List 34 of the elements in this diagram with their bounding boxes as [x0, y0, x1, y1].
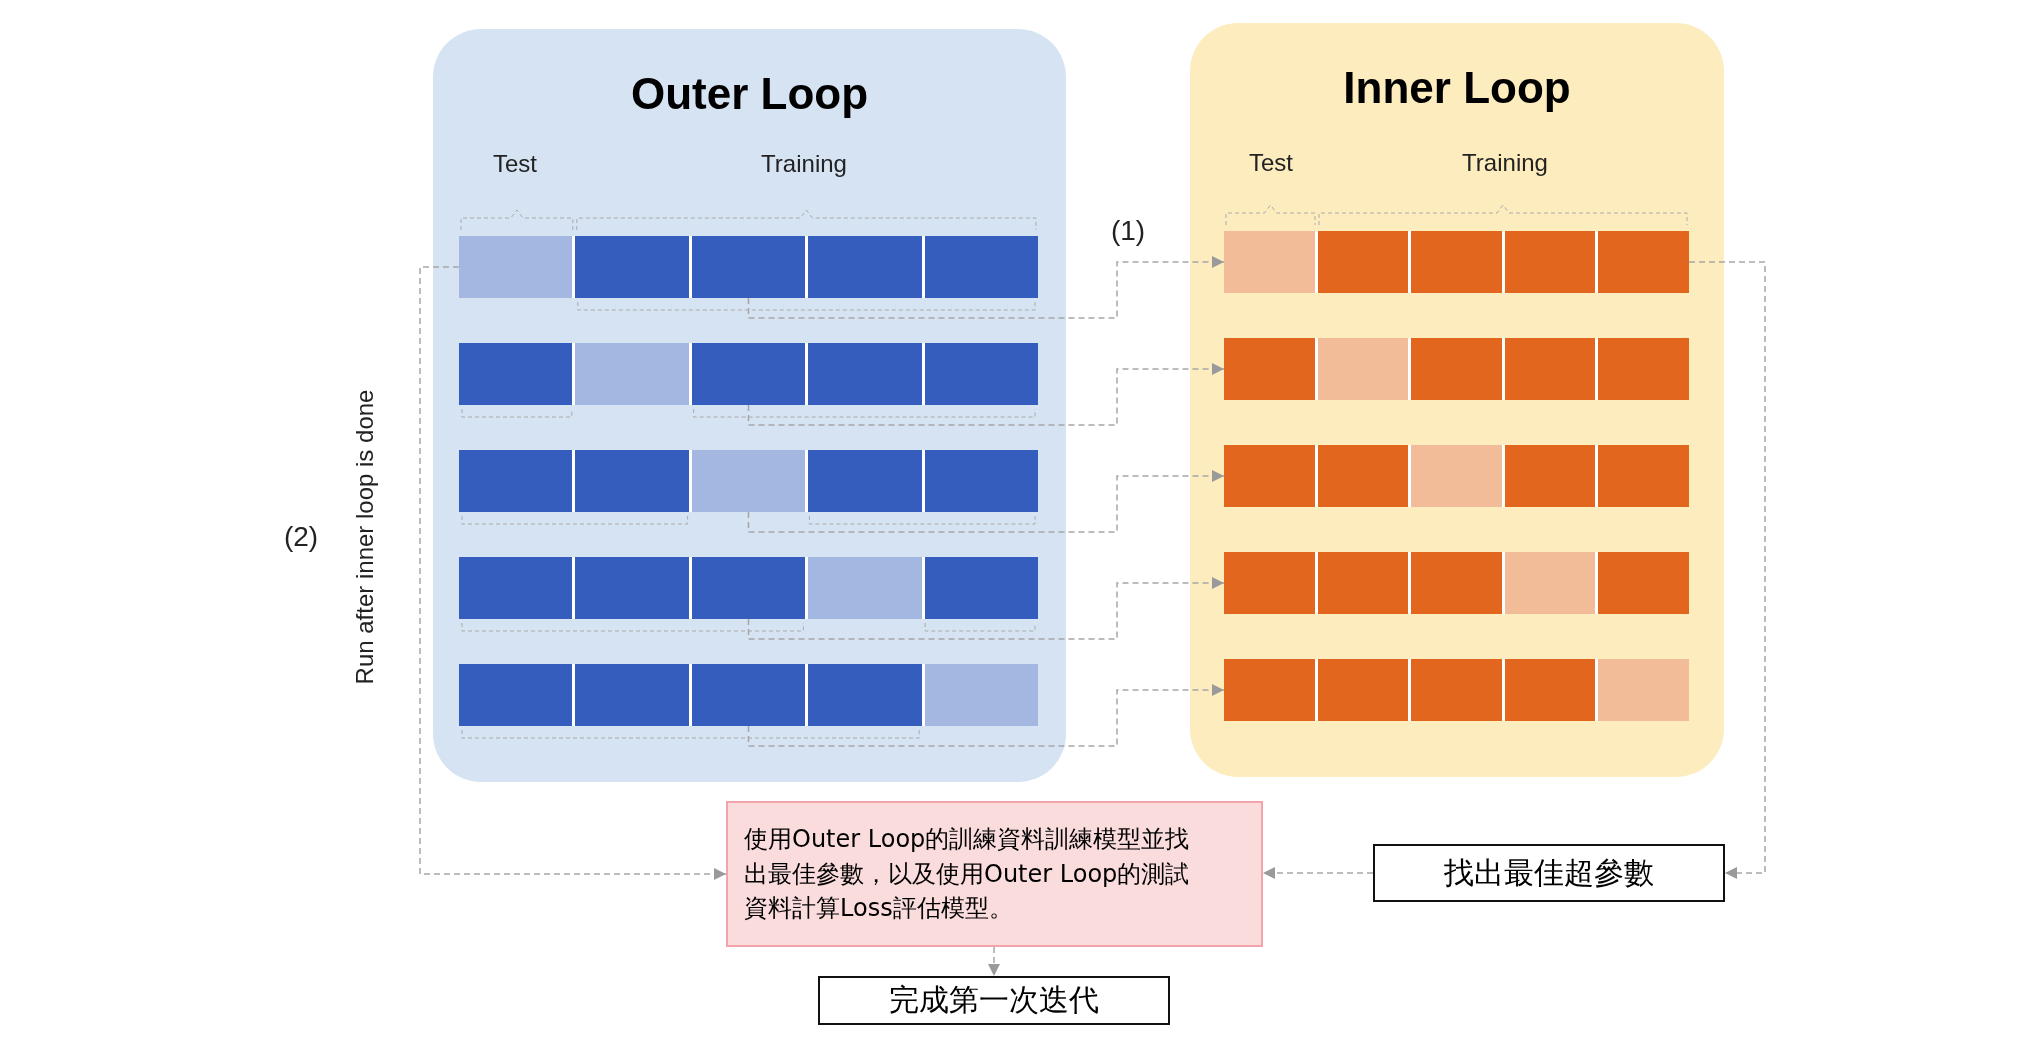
connector-arrow	[419, 266, 727, 880]
fold-row-drawing	[459, 664, 1038, 726]
connector-arrow	[747, 363, 1225, 426]
step-number: (2)	[283, 521, 319, 553]
split-label: Test	[493, 150, 537, 178]
split-label: Training	[761, 150, 847, 178]
connector-arrow	[747, 684, 1225, 747]
connector-arrow	[988, 946, 1000, 977]
process-box	[726, 801, 1263, 947]
connector-arrow	[1688, 261, 1766, 879]
panel-title: Outer Loop	[629, 69, 870, 119]
process-box: 找出最佳超參數	[1373, 844, 1725, 902]
split-label: Training	[1462, 149, 1548, 177]
loop-panel	[1190, 23, 1724, 777]
split-label: Test	[1249, 149, 1293, 177]
connector-arrow	[747, 577, 1225, 640]
fold-row-drawing	[459, 236, 1038, 298]
connector-arrow	[1262, 867, 1374, 879]
note-text: Run after inner loop is done	[351, 389, 379, 685]
step-number: (1)	[1110, 215, 1146, 247]
process-box: 完成第一次迭代	[818, 976, 1170, 1025]
loop-panel	[433, 29, 1066, 782]
connector-arrow	[747, 256, 1225, 319]
fold-row-drawing	[1224, 338, 1689, 400]
fold-row-drawing	[1224, 552, 1689, 614]
connector-arrow	[747, 470, 1225, 533]
fold-row-drawing	[459, 557, 1038, 619]
fold-row-drawing	[1224, 445, 1689, 507]
process-text: 使用Outer Loop的訓練資料訓練模型並找出最佳參數，以及使用Outer Loop的測試資料計算Loss評估模型。	[744, 823, 1191, 925]
fold-row-drawing	[459, 343, 1038, 405]
fold-row-drawing	[1224, 231, 1689, 293]
panel-title: Inner Loop	[1342, 63, 1572, 113]
fold-row-drawing	[1224, 659, 1689, 721]
fold-row-drawing	[459, 450, 1038, 512]
